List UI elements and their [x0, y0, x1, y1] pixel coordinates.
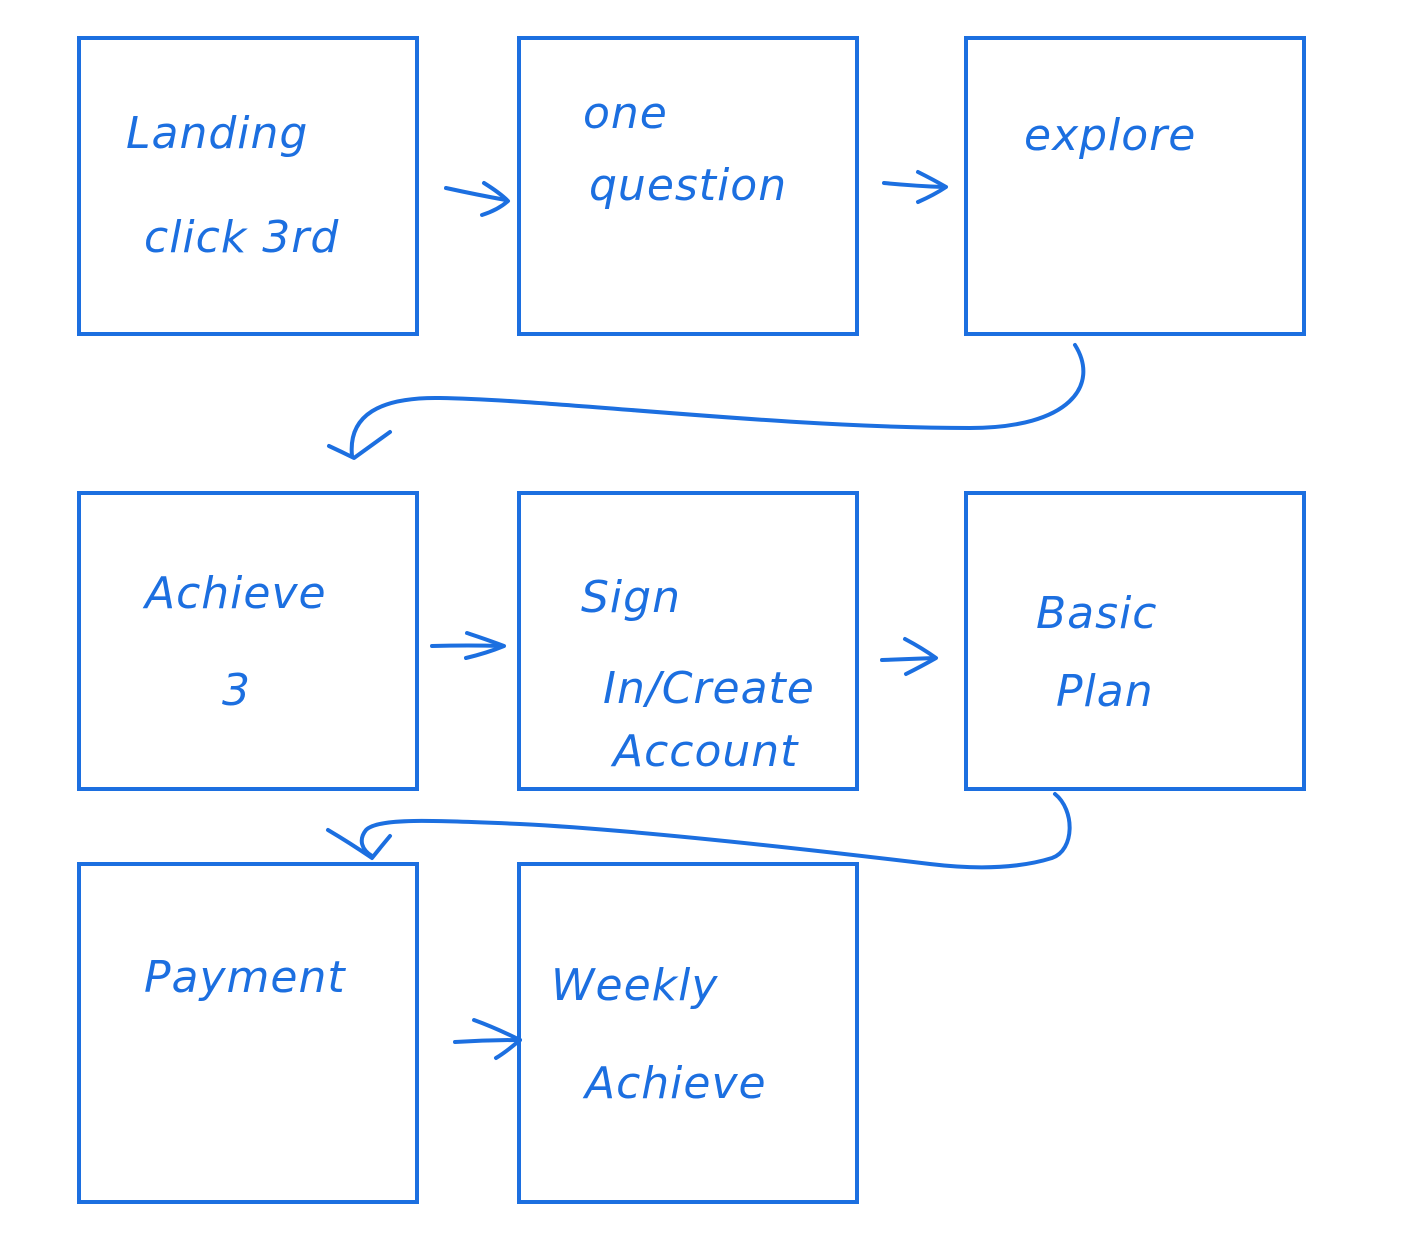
achieve-3-label-line-1: Achieve [142, 568, 327, 619]
landing-box: Landing click 3rd [77, 36, 419, 336]
basic-plan-label-line-1: Basic [1036, 588, 1158, 639]
arrow-one-question-to-explore [882, 170, 948, 204]
explore-box: explore [964, 36, 1306, 336]
one-question-label-line-2: question [589, 160, 787, 211]
explore-label-line-1: explore [1024, 110, 1196, 161]
arrow-explore-to-achieve-3 [327, 343, 1086, 460]
landing-label-line-1: Landing [126, 108, 308, 159]
payment-label-line-1: Payment [144, 952, 346, 1003]
payment-box: Payment [77, 862, 419, 1204]
sign-in-box: Sign In/Create Account [517, 491, 859, 791]
sign-in-label-line-1: Sign [581, 572, 681, 623]
arrow-sign-in-to-basic-plan [880, 637, 938, 676]
arrow-landing-to-one-question [444, 181, 510, 217]
landing-label-line-2: click 3rd [144, 212, 339, 263]
achieve-3-label-line-2: 3 [222, 665, 251, 716]
sign-in-label-line-3: Account [610, 726, 799, 777]
arrow-achieve-3-to-sign-in [430, 631, 506, 660]
one-question-label-line-1: one [583, 88, 668, 139]
arrow-payment-to-weekly-achieve [453, 1018, 522, 1060]
weekly-achieve-label-line-2: Achieve [582, 1058, 767, 1109]
achieve-3-box: Achieve 3 [77, 491, 419, 791]
one-question-box: one question [517, 36, 859, 336]
basic-plan-label-line-2: Plan [1056, 666, 1154, 717]
sign-in-label-line-2: In/Create [603, 663, 815, 714]
weekly-achieve-label-line-1: Weekly [551, 960, 718, 1011]
arrow-basic-plan-to-payment [326, 792, 1072, 870]
weekly-achieve-box: Weekly Achieve [517, 862, 859, 1204]
basic-plan-box: Basic Plan [964, 491, 1306, 791]
